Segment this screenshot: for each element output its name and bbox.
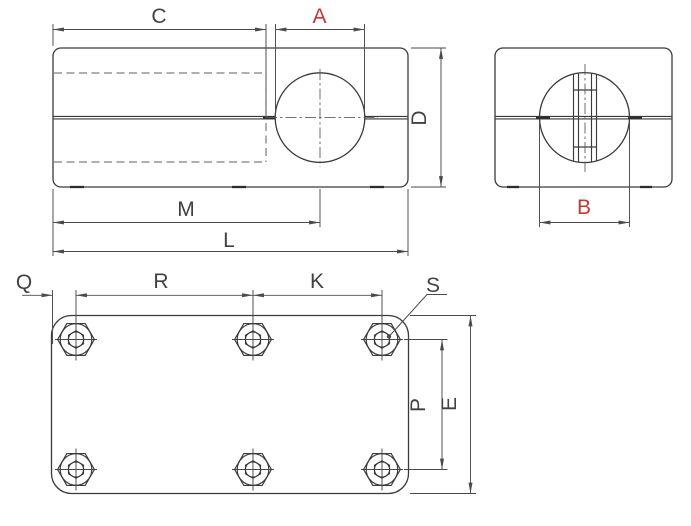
dim-label-K: K [310, 270, 324, 293]
side-view: B [494, 47, 673, 227]
clamp-slot-side [495, 115, 672, 120]
shaft-hole-side [538, 71, 631, 164]
dim-label-P: P [407, 398, 430, 412]
dimension-Q: Q [16, 271, 53, 344]
dim-label-C: C [151, 5, 166, 28]
hidden-bore-outline [54, 72, 267, 163]
leader-dot [386, 334, 392, 339]
dimension-K: K [253, 270, 383, 320]
dim-label-D: D [408, 110, 431, 125]
dimension-R: R [75, 270, 254, 320]
dimension-M: M [53, 189, 321, 227]
dimension-B: B [539, 121, 630, 227]
clamp-body-outline [52, 47, 409, 188]
clamp-screw-channel [572, 73, 598, 162]
shaft-hole-centerlines [266, 69, 378, 167]
dim-label-S: S [426, 274, 440, 297]
callout-S: S [386, 274, 447, 339]
screw-grid [54, 317, 404, 492]
bottom-plate-view: Q R K S P [16, 270, 476, 495]
dimension-E: E [410, 315, 476, 494]
clamp-body-side-outline [494, 47, 673, 188]
dimension-A: A [275, 5, 365, 114]
dim-label-E: E [438, 397, 461, 411]
dimension-D: D [408, 47, 446, 188]
dim-label-B: B [577, 196, 591, 219]
dim-label-M: M [177, 198, 195, 221]
dimension-L: L [52, 189, 409, 256]
dim-label-A: A [312, 5, 326, 28]
front-view: C A D M L [52, 5, 446, 256]
clamp-slot [53, 115, 408, 120]
dim-label-Q: Q [16, 271, 32, 294]
plate-outline [50, 314, 410, 495]
dim-label-L: L [223, 229, 235, 252]
dimension-C: C [52, 5, 267, 114]
dimension-P: P [404, 339, 448, 470]
dim-label-R: R [153, 270, 168, 293]
